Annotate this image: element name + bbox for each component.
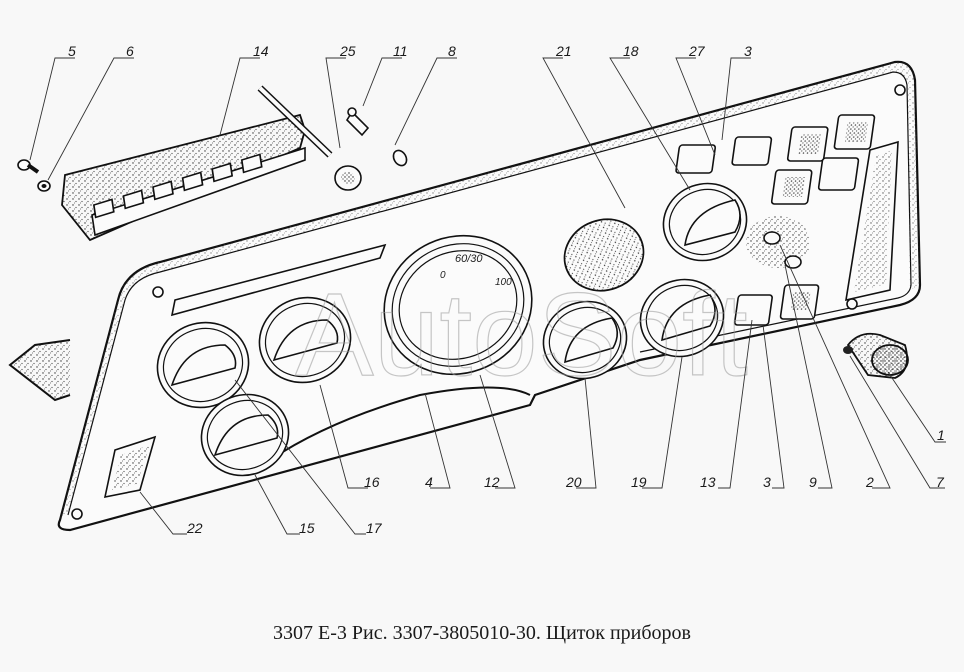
speedometer-12: 60/30 0 100 (383, 234, 533, 376)
callout-8: 8 (448, 43, 456, 59)
callout-11: 11 (393, 43, 408, 59)
gauge-18 (662, 182, 748, 262)
mount-hole-top-right (894, 84, 906, 96)
callout-20: 20 (565, 474, 582, 490)
callout-17: 17 (366, 520, 383, 536)
warning-lamp-unit-14 (61, 113, 306, 242)
gauge-19 (639, 278, 725, 358)
callout-22: 22 (186, 520, 203, 536)
lamp-socket-11 (345, 107, 370, 137)
switch-27 (675, 144, 717, 174)
speedometer-cable-25 (257, 85, 362, 191)
callout-21: 21 (555, 43, 572, 59)
callout-3-bottom: 3 (763, 474, 771, 490)
callout-12: 12 (484, 474, 500, 490)
callout-2: 2 (865, 474, 874, 490)
mount-hole-top-left (152, 286, 164, 298)
gauge-15 (200, 393, 290, 477)
figure-caption: 3307 E-3 Рис. 3307-3805010-30. Щиток при… (273, 622, 691, 644)
callout-7: 7 (936, 474, 945, 490)
panel-side-bracket (8, 339, 71, 402)
washer-6 (37, 180, 51, 192)
svg-text:0: 0 (440, 270, 446, 281)
gauge-16 (258, 296, 352, 384)
switch-block (675, 114, 876, 326)
switch-lever (763, 231, 781, 245)
nut-7 (843, 346, 853, 354)
callout-19: 19 (631, 474, 647, 490)
lamp-window-22 (103, 435, 157, 499)
knob-1 (846, 332, 909, 379)
screw-5 (17, 159, 40, 174)
light-switch-recess (746, 216, 810, 269)
svg-text:100: 100 (495, 277, 512, 288)
gauge-20 (542, 300, 628, 380)
mount-hole-bottom-left (71, 508, 83, 520)
callout-14: 14 (253, 43, 269, 59)
callout-15: 15 (299, 520, 315, 536)
gauge-21-blank (563, 218, 645, 292)
callout-1: 1 (937, 427, 945, 443)
callout-4: 4 (425, 474, 433, 490)
callout-6: 6 (126, 43, 134, 59)
mount-hole-bottom-right (846, 298, 858, 310)
callout-16: 16 (364, 474, 380, 490)
bulb-8 (392, 149, 408, 167)
callout-25: 25 (339, 43, 356, 59)
indicator-slot-upper (170, 243, 387, 317)
callout-3-top: 3 (744, 43, 752, 59)
watermark: AutoSoft (295, 269, 748, 401)
callout-18: 18 (623, 43, 639, 59)
lamp-window-row (92, 153, 263, 219)
callout-9: 9 (809, 474, 817, 490)
speedometer-scale-label: 60/30 (455, 253, 483, 265)
callout-5: 5 (68, 43, 76, 59)
right-column-window (845, 140, 899, 302)
callout-13: 13 (700, 474, 716, 490)
callouts: 5 6 14 25 11 8 21 18 27 3 1 16 4 12 20 1… (29, 43, 946, 536)
callout-27: 27 (688, 43, 706, 59)
